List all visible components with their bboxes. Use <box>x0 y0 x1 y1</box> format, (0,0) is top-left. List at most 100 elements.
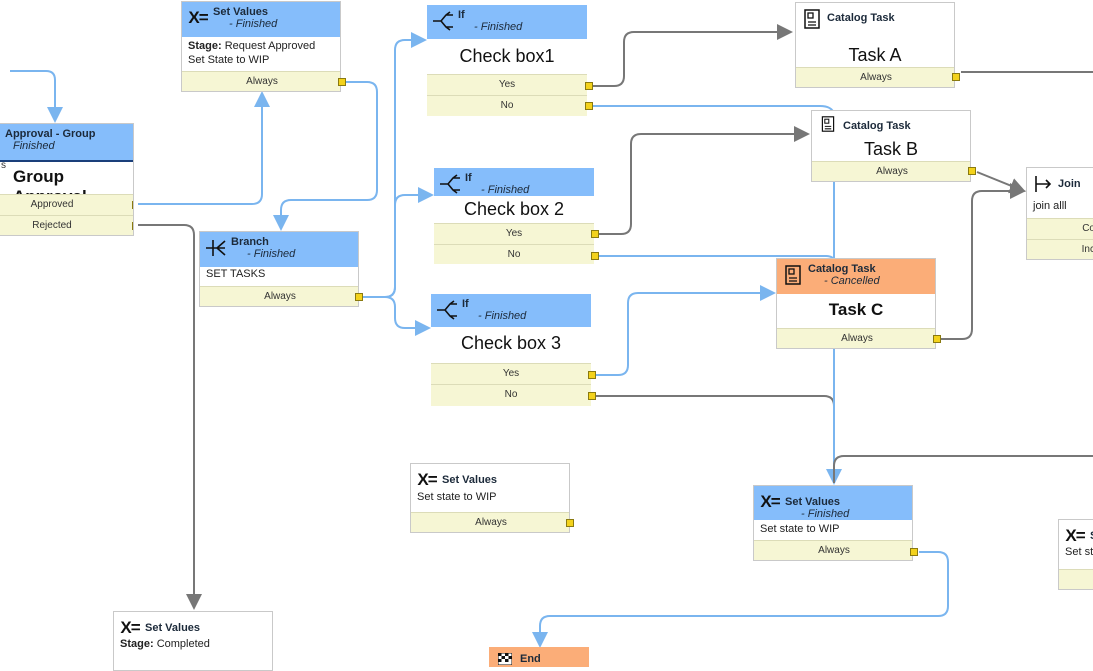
wire-rejected-down <box>138 224 202 610</box>
branch-node[interactable]: Branch - Finished SET TASKS Always <box>199 231 359 307</box>
wire-if1-no <box>592 105 835 115</box>
set-values-mid-node[interactable]: X= Set Values Set state to WIP Always <box>410 463 570 533</box>
set-values-mid-port[interactable] <box>566 519 574 527</box>
condition-no[interactable]: No <box>427 95 587 116</box>
if-check-box1-node[interactable]: If - Finished Check box1 Yes No <box>427 5 587 116</box>
condition-always[interactable]: Always <box>754 540 912 560</box>
end-node[interactable]: End <box>489 647 589 667</box>
set-values-bottom-node[interactable]: X= Set Values Stage: Completed <box>113 611 273 671</box>
branch-header: Branch - Finished <box>200 232 358 267</box>
condition-incomplete[interactable]: Inc <box>1027 239 1093 259</box>
wire-if1-yes-task-a <box>592 24 793 87</box>
catalog-task-icon <box>804 9 820 29</box>
if-icon <box>440 174 460 194</box>
node-description: Set state to WIP <box>417 491 497 503</box>
if3-no-port[interactable] <box>588 392 596 400</box>
node-type-label: S <box>1090 530 1093 542</box>
catalog-task-icon <box>785 265 801 285</box>
wire-setvalues-to-branch <box>273 81 378 231</box>
node-type-label: Set Values <box>785 496 841 508</box>
condition-always[interactable]: Always <box>200 286 358 306</box>
set-values-header: X= Set Values - Finished <box>182 2 340 37</box>
condition-yes[interactable]: Yes <box>431 363 591 384</box>
if-check-box3-node[interactable]: If - Finished Check box 3 Yes No <box>431 294 591 406</box>
node-status-label: - Finished <box>229 18 278 30</box>
condition-always[interactable]: Always <box>796 67 954 87</box>
node-type-label: Join <box>1058 178 1081 190</box>
condition-no[interactable]: No <box>434 244 594 264</box>
catalog-task-a-node[interactable]: Catalog Task Task A Always <box>795 2 955 88</box>
if3-yes-port[interactable] <box>588 371 596 379</box>
set-values-icon: X= <box>1065 526 1085 545</box>
condition-yes[interactable]: Yes <box>427 74 587 95</box>
group-approval-node[interactable]: Approval - Group Finished s Group Approv… <box>0 123 134 236</box>
node-status-label: - Finished <box>474 21 523 33</box>
set-values-header: X= S <box>1059 520 1093 546</box>
node-type-label: Set Values <box>145 622 201 634</box>
checkered-flag-icon <box>498 653 512 665</box>
node-status-label: - Cancelled <box>824 275 880 287</box>
node-type-label: Catalog Task <box>827 12 895 24</box>
branch-port[interactable] <box>355 293 363 301</box>
node-type-label: If <box>465 172 472 184</box>
condition-complete[interactable]: Co <box>1027 218 1093 239</box>
node-description: Set sta <box>1065 546 1093 558</box>
node-title: Check box 3 <box>460 333 562 353</box>
wire-setvalues-to-end <box>532 551 949 648</box>
node-title: Task A <box>848 45 902 65</box>
node-description: SET TASKS <box>206 268 266 280</box>
set-values-header: X= Set Values <box>411 464 569 490</box>
node-status-label: - Finished <box>801 508 850 520</box>
node-description: Stage: Request Approved Set State to WIP <box>188 40 316 66</box>
set-values-finished-node[interactable]: X= Set Values - Finished Set state to WI… <box>753 485 913 561</box>
condition-approved[interactable]: Approved <box>0 194 133 215</box>
rejected-port[interactable] <box>132 222 133 230</box>
wire-if3-yes-task-c <box>596 285 776 376</box>
condition-rejected[interactable]: Rejected <box>0 215 133 235</box>
node-status-label: Finished <box>13 140 55 152</box>
set-values-finished-port[interactable] <box>910 548 918 556</box>
wire-in-group-approval <box>10 70 63 123</box>
if1-yes-port[interactable] <box>585 82 593 90</box>
set-values-top-node[interactable]: X= Set Values - Finished Stage: Request … <box>181 1 341 92</box>
node-type-label: End <box>520 653 541 665</box>
condition-yes[interactable]: Yes <box>434 223 594 244</box>
task-b-port[interactable] <box>968 167 976 175</box>
set-values-icon: X= <box>760 492 780 511</box>
node-type-label: If <box>458 9 465 21</box>
end-header: End <box>489 647 589 667</box>
condition-always[interactable]: Always <box>182 71 340 91</box>
approved-port[interactable] <box>132 201 133 209</box>
node-title: Check box 2 <box>463 199 565 219</box>
condition-always[interactable]: Always <box>812 161 970 181</box>
condition-no[interactable]: No <box>431 384 591 406</box>
set-values-right-node[interactable]: X= S Set sta <box>1058 519 1093 590</box>
node-status-label: - Finished <box>478 310 527 322</box>
node-type-label: Approval - Group <box>5 128 96 140</box>
node-description: join alll <box>1033 200 1067 212</box>
condition-always[interactable]: Always <box>777 328 935 348</box>
join-node[interactable]: Join join alll Co Inc <box>1026 167 1093 260</box>
node-title: Task B <box>863 139 919 159</box>
task-c-port[interactable] <box>933 335 941 343</box>
group-approval-header: Approval - Group Finished <box>0 124 133 162</box>
if2-yes-port[interactable] <box>591 230 599 238</box>
if2-no-port[interactable] <box>591 252 599 260</box>
if-header: If - Finished <box>431 294 591 327</box>
wire-branch-to-if2 <box>363 187 434 298</box>
wire-task-c-to-join <box>941 183 1026 340</box>
task-a-port[interactable] <box>952 73 960 81</box>
if1-no-port[interactable] <box>585 102 593 110</box>
catalog-task-c-node[interactable]: Catalog Task - Cancelled Task C Always <box>776 258 936 349</box>
node-title: Check box1 <box>459 46 555 66</box>
wire-approved-to-setvalues <box>138 91 270 205</box>
condition-always[interactable] <box>1059 569 1093 589</box>
if-check-box2-node[interactable]: If - Finished Check box 2 Yes No <box>434 168 594 264</box>
if-header: If - Finished <box>427 5 587 39</box>
if-icon <box>437 300 457 320</box>
catalog-task-b-node[interactable]: Catalog Task Task B Always <box>811 110 971 182</box>
set-values-icon: X= <box>417 470 437 489</box>
if-icon <box>433 11 453 31</box>
condition-always[interactable]: Always <box>411 512 569 532</box>
set-values-top-port[interactable] <box>338 78 346 86</box>
